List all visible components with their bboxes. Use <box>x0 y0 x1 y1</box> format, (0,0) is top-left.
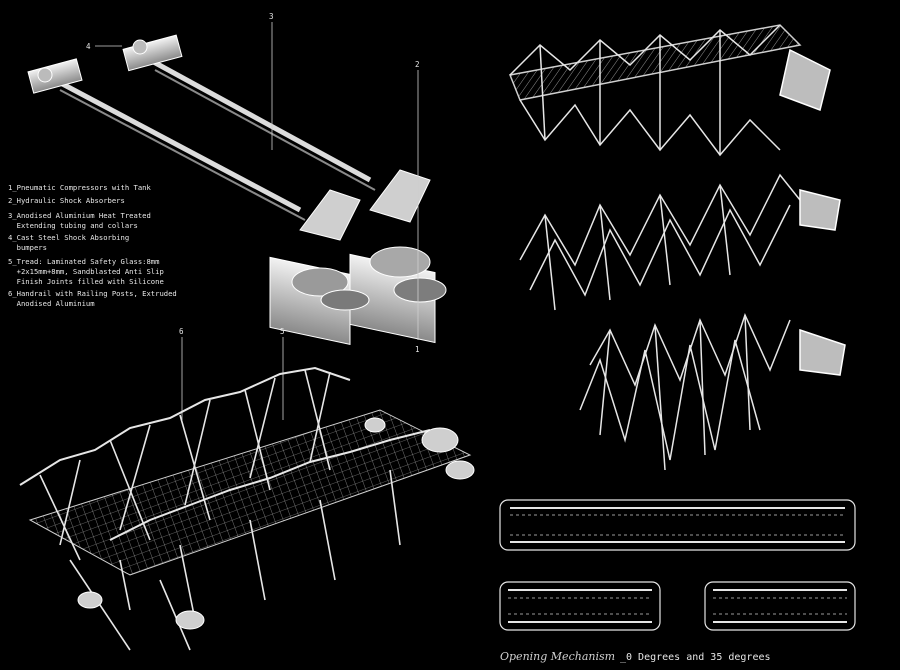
callout-6: 6 <box>179 327 184 336</box>
component-legend: 1_Pneumatic Compressors with Tank 2_Hydr… <box>8 183 177 308</box>
callout-1: 1 <box>415 345 420 354</box>
legend-line: Anodised Aluminium <box>8 299 95 308</box>
plan-views <box>499 499 856 631</box>
folding-stage-3 <box>579 312 846 471</box>
caption-title: Opening Mechanism <box>500 650 615 663</box>
callout-2: 2 <box>415 60 420 69</box>
legend-line: Extending tubing and collars <box>8 221 138 230</box>
legend-line: 1_Pneumatic Compressors with Tank <box>8 183 151 192</box>
legend-line: 5_Tread: Laminated Safety Glass:8mm <box>8 257 159 266</box>
bridge-35-degrees-large <box>19 366 475 651</box>
legend-line: bumpers <box>8 243 47 252</box>
legend-line: 6_Handrail with Railing Posts, Extruded <box>8 289 177 298</box>
callout-5: 5 <box>280 327 285 336</box>
callout-3: 3 <box>269 12 274 21</box>
callout-lines <box>95 22 419 420</box>
legend-line: +2x15mm+8mm, Sandblasted Anti Slip <box>8 267 164 276</box>
legend-line: 2_Hydraulic Shock Absorbers <box>8 196 125 205</box>
piston-assembly <box>27 34 447 346</box>
folding-stage-1 <box>508 24 831 157</box>
legend-line: 4_Cast Steel Shock Absorbing <box>8 233 129 242</box>
caption-angles: _0 Degrees and 35 degrees <box>620 652 771 663</box>
legend-line: 3_Anodised Aluminium Heat Treated <box>8 211 151 220</box>
legend-line: Finish Joints filled with Silicone <box>8 277 164 286</box>
folding-stage-2 <box>519 173 841 311</box>
callout-4: 4 <box>86 42 91 51</box>
